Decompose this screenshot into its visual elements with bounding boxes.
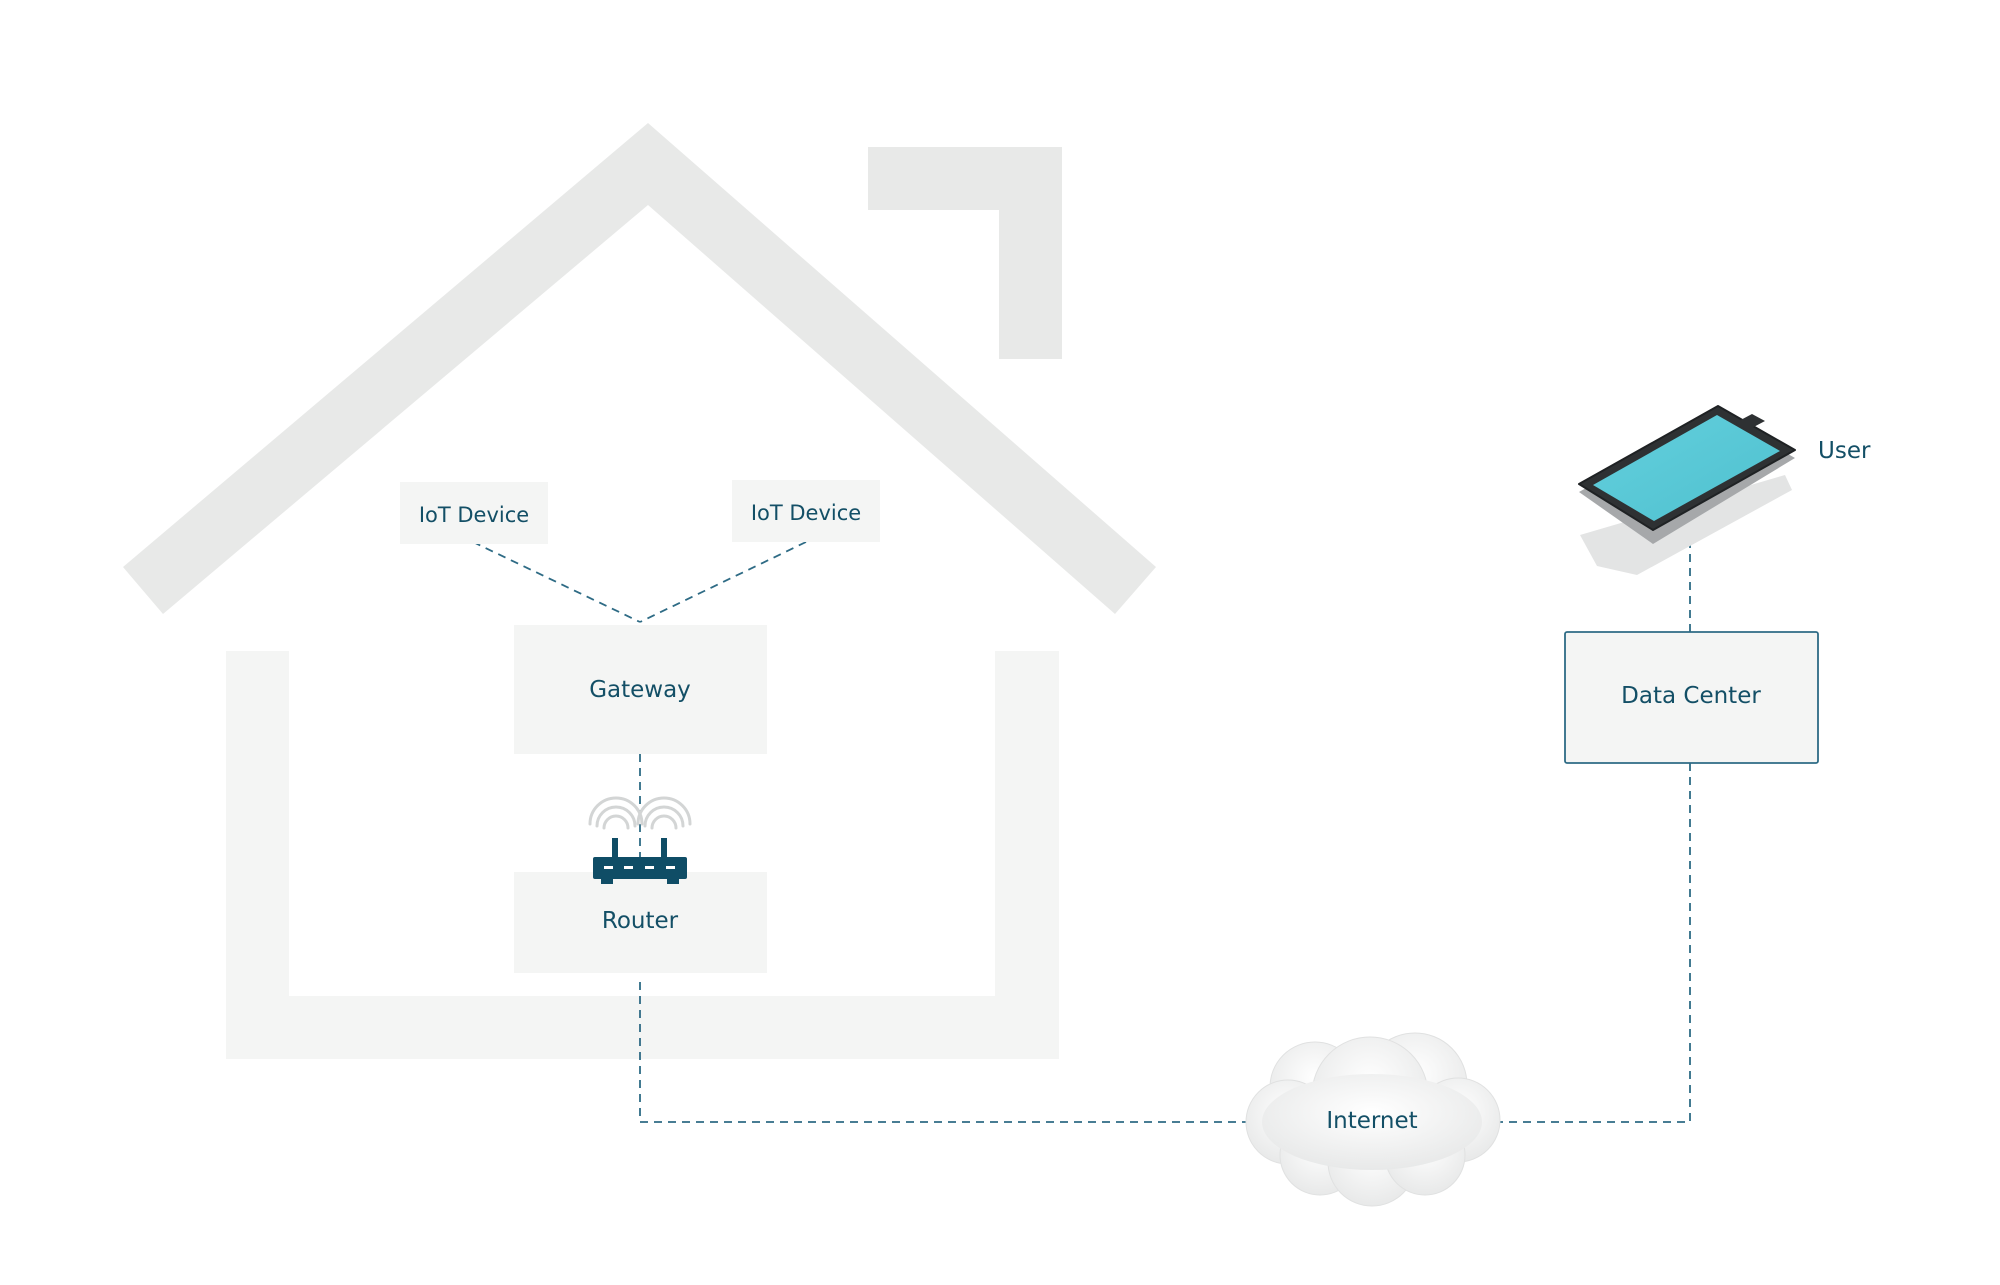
router-node: Router xyxy=(514,872,767,973)
connector-iot-right-gateway xyxy=(639,541,807,623)
internet-label: Internet xyxy=(1326,1108,1417,1134)
house-walls xyxy=(226,651,1059,1059)
iot-device-right-label: IoT Device xyxy=(751,501,861,525)
connector-internet-datacenter xyxy=(1495,763,1691,1123)
data-center-node: Data Center xyxy=(1564,631,1819,764)
iot-device-left-label: IoT Device xyxy=(419,503,529,527)
gateway-node: Gateway xyxy=(514,625,767,754)
connector-router-internet xyxy=(639,982,1250,1123)
internet-node: Internet xyxy=(1245,1032,1501,1207)
user-label: User xyxy=(1818,438,1871,464)
house-chimney xyxy=(868,147,1062,359)
wifi-router-icon xyxy=(588,796,692,884)
router-label: Router xyxy=(602,908,679,934)
iot-device-right-node: IoT Device xyxy=(732,480,880,542)
iot-device-left-node: IoT Device xyxy=(400,482,548,544)
connectors xyxy=(472,520,1691,1123)
data-center-label: Data Center xyxy=(1621,683,1761,709)
connector-iot-left-gateway xyxy=(472,541,641,623)
smartphone-icon xyxy=(1578,405,1796,575)
gateway-label: Gateway xyxy=(589,677,691,703)
